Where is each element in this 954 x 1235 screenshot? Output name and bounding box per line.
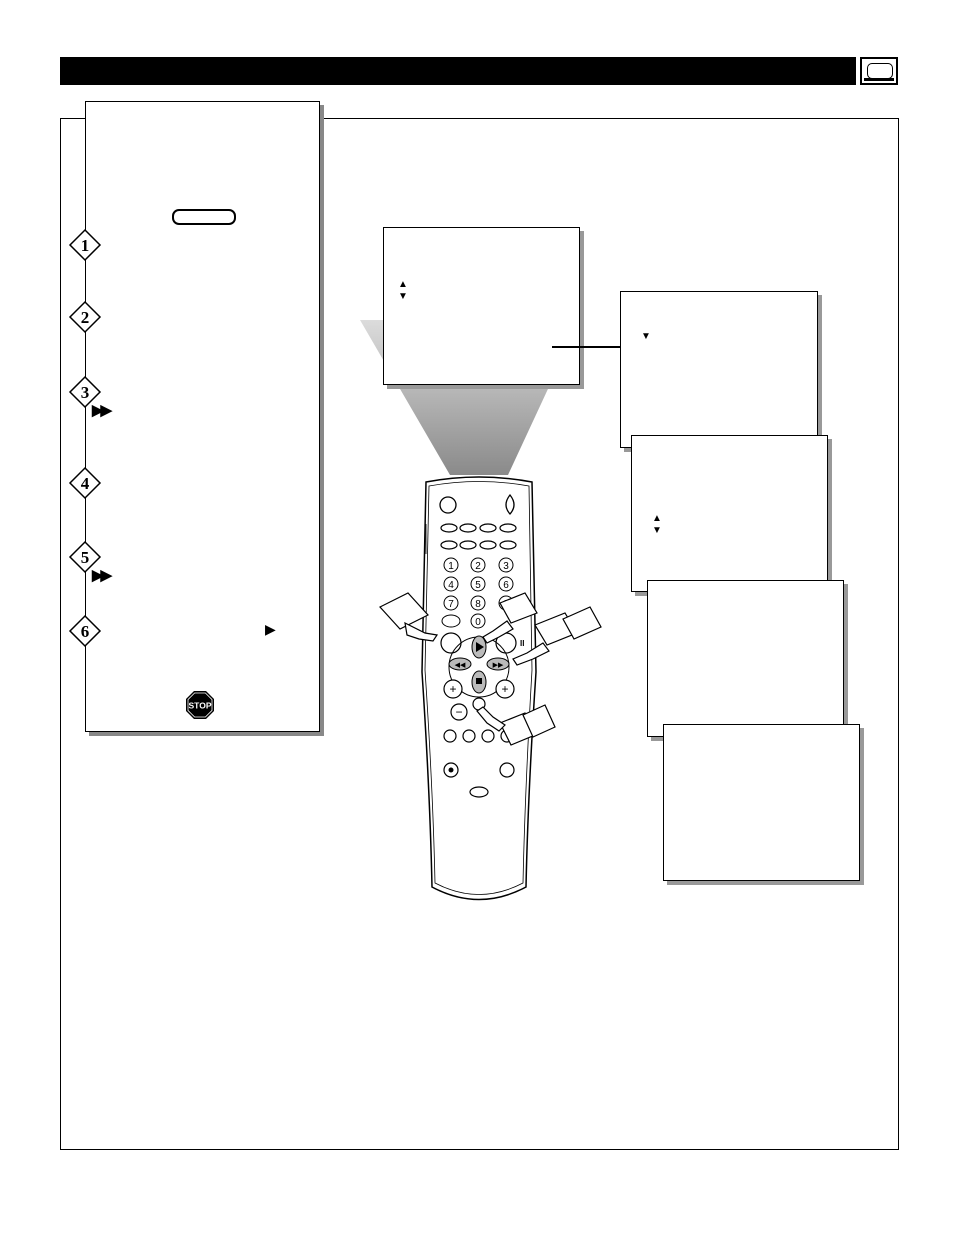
header-bar	[60, 57, 856, 85]
down-arrow-icon: ▼	[641, 331, 651, 342]
step-connector	[85, 408, 86, 474]
down-arrow-icon: ▼	[652, 525, 662, 536]
svg-text:+: +	[449, 682, 456, 696]
svg-text:+: +	[501, 682, 508, 696]
digit-2: 2	[475, 561, 481, 572]
svg-text:4: 4	[81, 474, 90, 493]
pause-label: II	[520, 639, 524, 648]
step-badge: 2	[68, 300, 102, 334]
step-badge: 5	[68, 540, 102, 574]
tv-screen-2: ▼	[620, 291, 818, 448]
digit-8: 8	[475, 599, 481, 610]
up-arrow-icon: ▲	[652, 513, 662, 524]
digit-7: 7	[448, 599, 454, 610]
fast-forward-icon: ▶▶	[92, 403, 112, 419]
svg-text:5: 5	[81, 548, 90, 567]
svg-text:−: −	[455, 705, 462, 719]
step-connector	[85, 260, 86, 310]
step-connector	[85, 646, 86, 726]
step-badge: 6	[68, 614, 102, 648]
tv-screen-3: ▲ ▼	[631, 435, 828, 592]
down-arrow-icon: ▼	[398, 291, 408, 302]
svg-text:6: 6	[81, 622, 90, 641]
tv-screen-1: ▲ ▼	[383, 227, 580, 385]
digit-1: 1	[448, 561, 454, 572]
step-connector	[85, 498, 86, 548]
svg-text:2: 2	[81, 308, 90, 327]
up-arrow-icon: ▲	[398, 279, 408, 290]
play-icon: ▶	[265, 623, 276, 638]
tv-screen-5	[663, 724, 860, 881]
tv-screen-4	[647, 580, 844, 737]
svg-text:◀◀: ◀◀	[455, 662, 466, 669]
svg-text:3: 3	[81, 383, 90, 402]
step-badge: 3	[68, 375, 102, 409]
pointing-hands	[379, 592, 602, 746]
stop-sign-icon: STOP	[186, 691, 214, 719]
step-badge: 1	[68, 228, 102, 262]
fast-forward-icon: ▶▶	[92, 568, 112, 584]
digit-5: 5	[475, 580, 481, 591]
digit-0: 0	[475, 617, 481, 628]
svg-text:▶▶: ▶▶	[493, 662, 504, 669]
tv-icon	[860, 57, 898, 85]
digit-4: 4	[448, 580, 454, 591]
main-content-frame	[60, 118, 899, 1150]
svg-text:1: 1	[81, 236, 90, 255]
step-connector	[85, 572, 86, 618]
digit-3: 3	[503, 561, 509, 572]
menu-button-graphic	[172, 209, 236, 225]
instruction-sidebar	[85, 101, 320, 732]
step-connector	[85, 332, 86, 382]
step-badge: 4	[68, 466, 102, 500]
svg-text:STOP: STOP	[189, 701, 212, 711]
remote-control: 1 2 3 4 5 6 7 8 9 0 II ◀◀ ▶▶ + + −	[421, 476, 537, 901]
digit-6: 6	[503, 580, 509, 591]
